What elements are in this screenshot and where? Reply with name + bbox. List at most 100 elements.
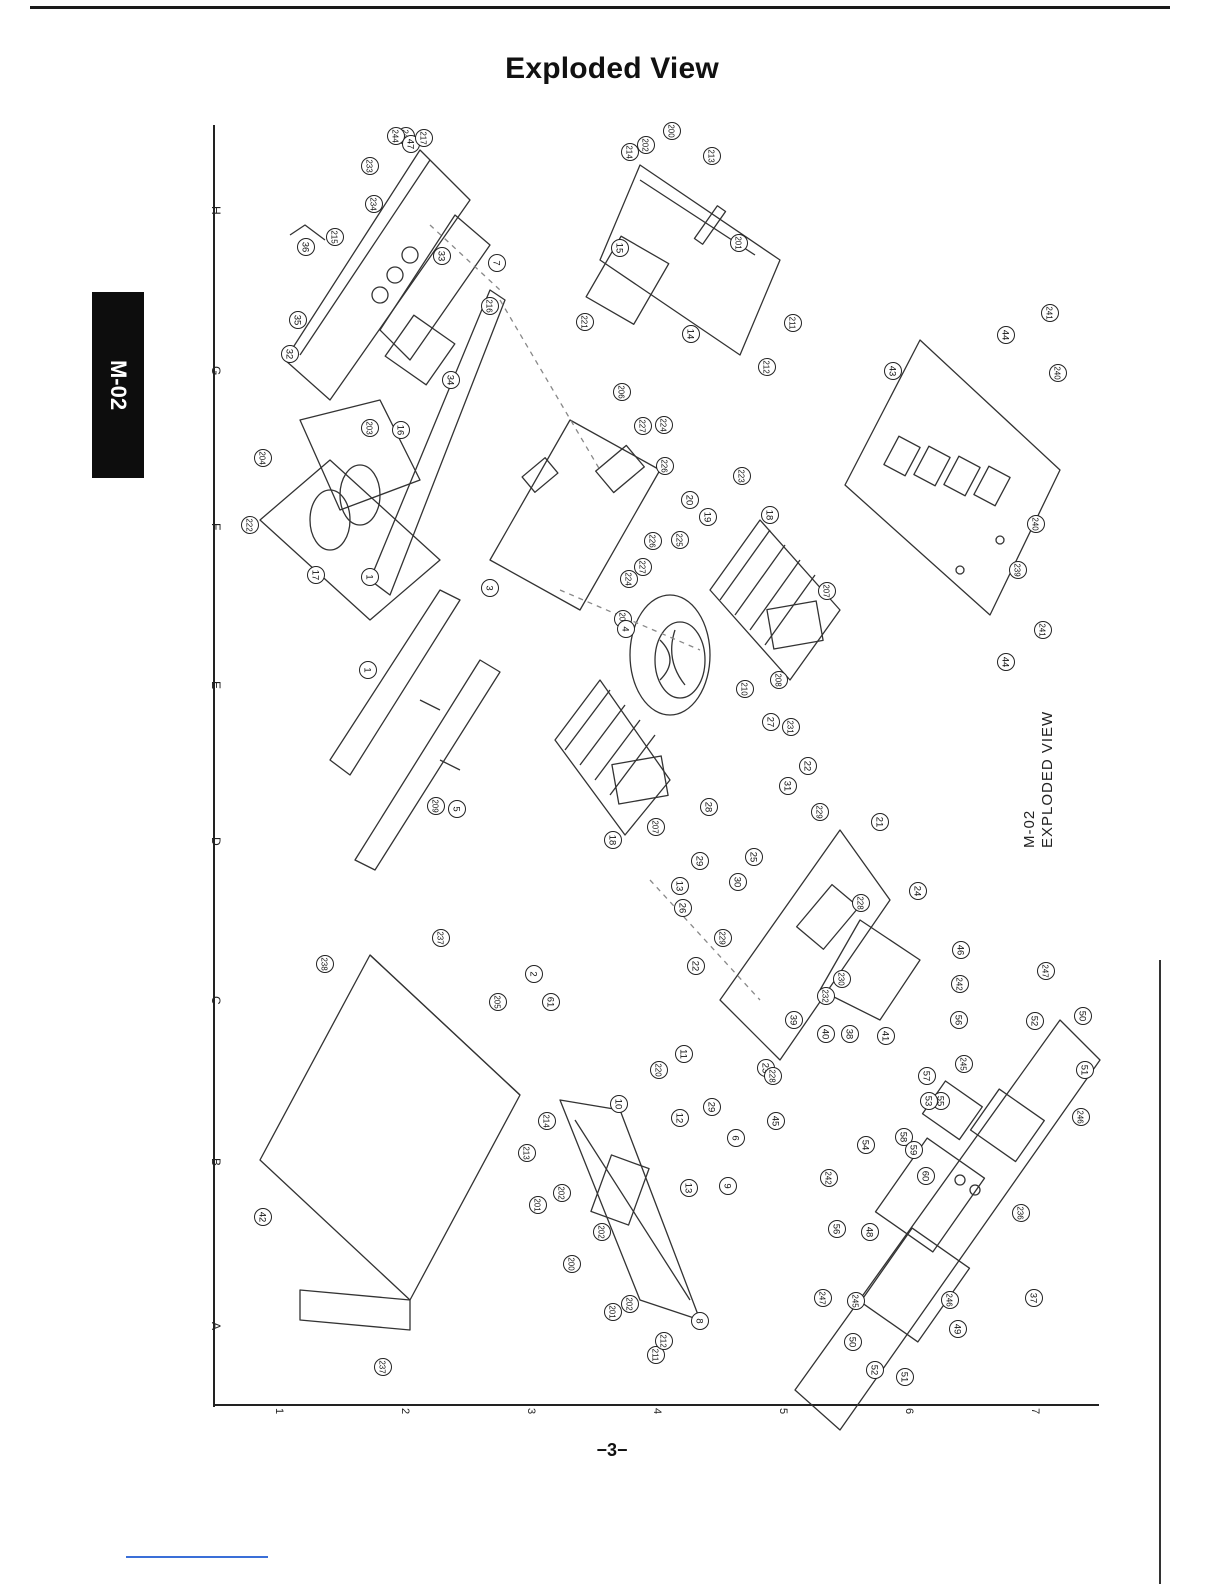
part-callout: 50: [1074, 1007, 1092, 1025]
part-callout: 26: [674, 899, 692, 917]
part-callout-circle: [1074, 1007, 1092, 1025]
part-callout: 56: [828, 1220, 846, 1238]
part-label: 212: [659, 1334, 668, 1348]
part-label: 220: [654, 1063, 663, 1077]
part-callout: 202: [637, 136, 655, 154]
part-callout: 245: [847, 1292, 865, 1310]
part-callout: 30: [729, 873, 747, 891]
part-label: 15: [614, 243, 625, 254]
part-callout-circle: [611, 239, 629, 257]
part-label: 241: [1045, 306, 1054, 320]
part-label: 244: [391, 129, 400, 143]
part-callout-circle: [289, 311, 307, 329]
part-callout-circle: [700, 798, 718, 816]
part-callout-circle: [918, 1067, 936, 1085]
top-cover-drawing: [259, 954, 521, 1331]
part-callout: 1: [359, 661, 377, 679]
part-label: 207: [822, 584, 831, 598]
part-callout-circle: [909, 882, 927, 900]
part-label: 210: [740, 682, 749, 696]
part-callout-circle: [241, 516, 259, 534]
part-callout-circle: [866, 1361, 884, 1379]
part-label: 28: [703, 802, 714, 813]
part-label: 42: [257, 1212, 268, 1223]
part-callout-circle: [525, 965, 543, 983]
part-callout-circle: [818, 582, 836, 600]
part-callout: 27: [762, 713, 780, 731]
part-label: 40: [820, 1029, 831, 1040]
part-callout: 242: [820, 1169, 838, 1187]
part-label: 38: [844, 1029, 855, 1040]
part-callout: 201: [604, 1303, 622, 1321]
part-label: 60: [920, 1171, 931, 1182]
part-callout-circle: [699, 508, 717, 526]
grid-letter: H: [209, 206, 223, 215]
part-callout-circle: [1072, 1108, 1090, 1126]
part-callout: 224: [655, 416, 673, 434]
part-label: 57: [921, 1071, 932, 1082]
part-callout-circle: [529, 1196, 547, 1214]
part-callout-circle: [895, 1128, 913, 1146]
part-callout-circle: [432, 929, 450, 947]
part-label: 202: [641, 138, 650, 152]
part-callout: 9: [719, 1177, 737, 1195]
part-label: 4: [620, 626, 631, 631]
part-callout: 37: [1025, 1289, 1043, 1307]
part-callout-circle: [1012, 1204, 1030, 1222]
part-label: 12: [674, 1113, 685, 1124]
part-label: 245: [851, 1294, 860, 1308]
part-label: 224: [624, 572, 633, 586]
part-callout-circle: [767, 1112, 785, 1130]
part-callout: 240: [1049, 364, 1067, 382]
part-callout-circle: [613, 383, 631, 401]
part-label: 13: [683, 1183, 694, 1194]
part-label: 22: [802, 761, 813, 772]
part-callout: 237: [432, 929, 450, 947]
part-callout-circle: [920, 1092, 938, 1110]
part-callout-circle: [997, 653, 1015, 671]
part-callout: 231: [782, 718, 800, 736]
part-label: 229: [718, 931, 727, 945]
part-callout-circle: [811, 803, 829, 821]
part-label: 245: [959, 1057, 968, 1071]
part-callout: 52: [1026, 1012, 1044, 1030]
part-callout-circle: [997, 326, 1015, 344]
part-callout: 29: [703, 1098, 721, 1116]
part-callout: 56: [950, 1011, 968, 1029]
part-callout-circle: [799, 757, 817, 775]
grid-number: 4: [651, 1408, 663, 1414]
part-callout: 17: [307, 566, 325, 584]
part-label: 221: [580, 315, 589, 329]
part-callout-circle: [814, 1289, 832, 1307]
part-callout: 45: [767, 1112, 785, 1130]
part-callout-circle: [365, 195, 383, 213]
caption-model: M-02: [1021, 810, 1038, 848]
part-label: 29: [694, 856, 705, 867]
bottom-plate-drawing: [844, 339, 1061, 616]
part-label: 240: [1053, 366, 1062, 380]
part-callout-circle: [650, 1061, 668, 1079]
side-bracket-left-drawing: [559, 1099, 701, 1321]
part-callout-circle: [852, 894, 870, 912]
part-label: 208: [774, 673, 783, 687]
part-label: 217: [419, 131, 428, 145]
part-callout-circle: [359, 661, 377, 679]
part-label: 56: [953, 1015, 964, 1026]
part-label: 228: [856, 896, 865, 910]
part-callout-circle: [681, 491, 699, 509]
grid-numbers: 1 2 3 4 5 6 7: [273, 1408, 1041, 1414]
part-callout-circle: [442, 371, 460, 389]
part-callout-circle: [634, 417, 652, 435]
part-label: 234: [369, 197, 378, 211]
part-label: 34: [445, 375, 456, 386]
part-callout: 29: [691, 852, 709, 870]
part-callout: 226: [644, 532, 662, 550]
part-callout-circle: [719, 1177, 737, 1195]
part-label: 61: [545, 997, 556, 1008]
part-callout: 212: [655, 1332, 673, 1350]
part-callout: 241: [1041, 304, 1059, 322]
part-callout: 40: [817, 1025, 835, 1043]
part-callout-circle: [656, 457, 674, 475]
part-callout: 35: [289, 311, 307, 329]
part-callout: 22: [687, 957, 705, 975]
